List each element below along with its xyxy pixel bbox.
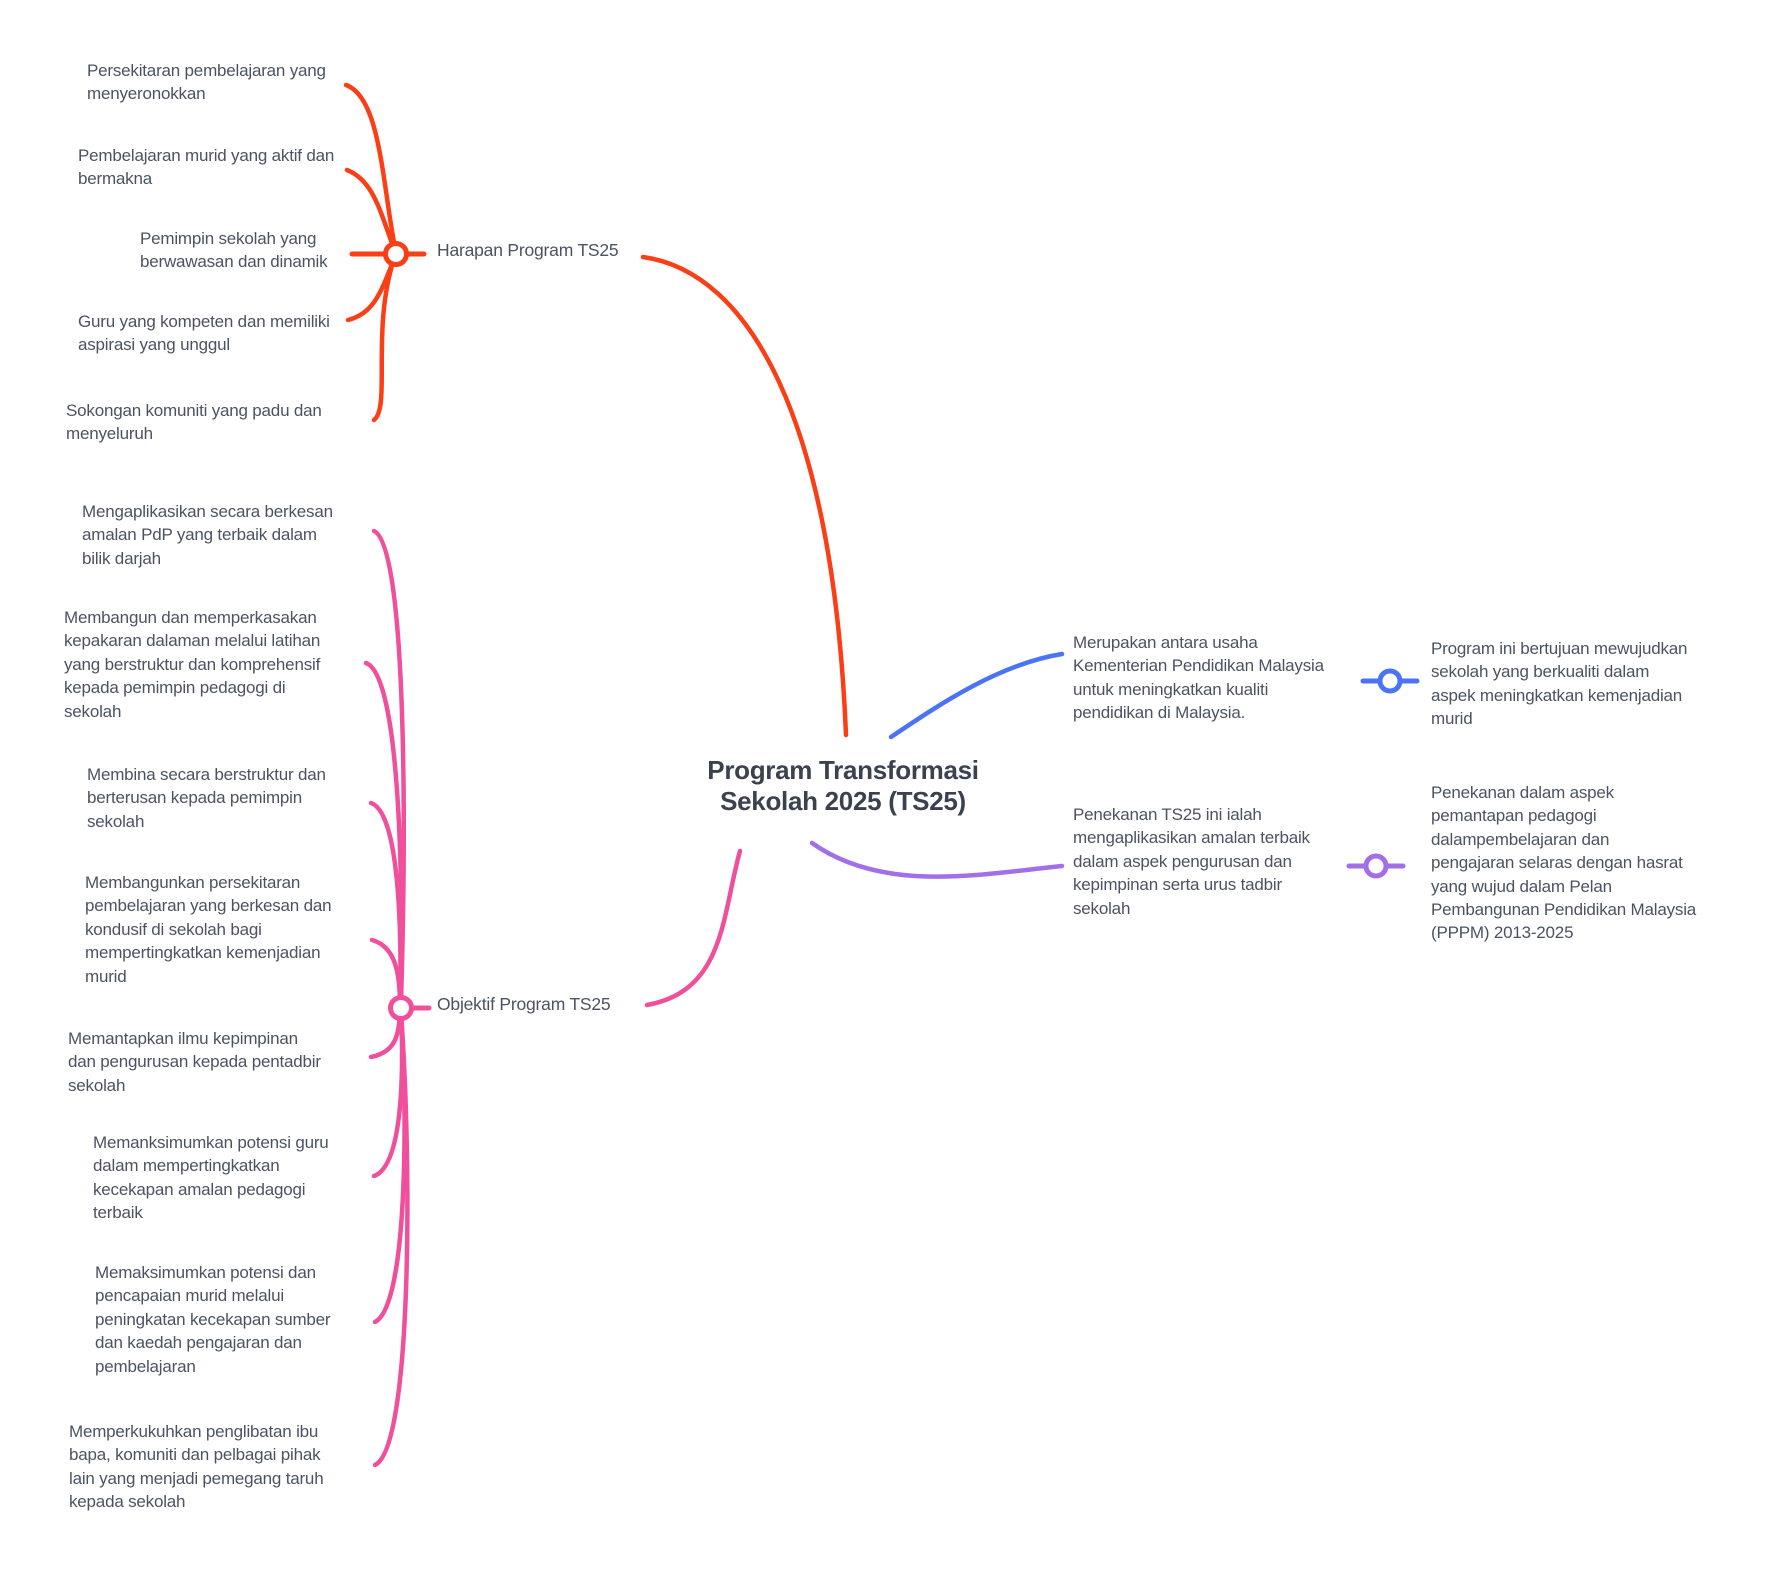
penekanan-main-curve (809, 840, 1065, 879)
penekanan-node-toggle[interactable] (1363, 853, 1389, 879)
objektif-child-7[interactable]: Memaksimumkan potensi dan pencapaian mur… (95, 1263, 331, 1376)
objektif-child-4[interactable]: Membangunkan persekitaran pembelajaran y… (85, 873, 332, 986)
objektif-node-toggle[interactable] (388, 995, 414, 1021)
usaha-child[interactable]: Program ini bertujuan mewujudkan sekolah… (1431, 639, 1688, 729)
usaha-node[interactable]: Merupakan antara usaha Kementerian Pendi… (1073, 633, 1324, 723)
root-node-title[interactable]: Program Transformasi Sekolah 2025 (TS25) (707, 755, 979, 816)
objektif-child-3[interactable]: Membina secara berstruktur dan berterusa… (87, 765, 326, 831)
objektif-branch (363, 528, 743, 1468)
objektif-child-6[interactable]: Memanksimumkan potensi guru dalam memper… (93, 1133, 329, 1223)
harapan-child-5-curve (371, 256, 397, 423)
objektif-child-1[interactable]: Mengaplikasikan secara berkesan amalan P… (82, 502, 333, 568)
usaha-main-curve (888, 651, 1065, 740)
penekanan-branch (809, 840, 1406, 879)
harapan-branch (343, 82, 849, 738)
objektif-node-label[interactable]: Objektif Program TS25 (437, 994, 611, 1014)
penekanan-node[interactable]: Penekanan TS25 ini ialah mengaplikasikan… (1073, 805, 1310, 918)
objektif-main-curve (644, 848, 743, 1008)
harapan-child-3[interactable]: Pemimpin sekolah yang berwawasan dan din… (140, 229, 328, 272)
usaha-node-toggle[interactable] (1377, 668, 1403, 694)
harapan-child-5[interactable]: Sokongan komuniti yang padu dan menyelur… (66, 401, 322, 444)
objektif-child-3-curve (368, 800, 403, 1008)
penekanan-child[interactable]: Penekanan dalam aspek pemantapan pedagog… (1431, 783, 1697, 943)
harapan-child-1[interactable]: Persekitaran pembelajaran yang menyerono… (87, 61, 326, 104)
harapan-child-2-curve (344, 167, 398, 254)
harapan-main-curve (640, 254, 849, 738)
objektif-child-2-curve (363, 660, 404, 1007)
harapan-node-label[interactable]: Harapan Program TS25 (437, 240, 619, 260)
harapan-child-1-curve (343, 82, 398, 251)
harapan-node-toggle[interactable] (383, 241, 409, 267)
objektif-child-8[interactable]: Memperkukuhkan penglibatan ibu bapa, kom… (69, 1422, 324, 1512)
objektif-child-5[interactable]: Memantapkan ilmu kepimpinan dan pengurus… (68, 1029, 321, 1095)
objektif-child-8-curve (372, 1010, 410, 1468)
usaha-branch (888, 651, 1420, 740)
harapan-child-4[interactable]: Guru yang kompeten dan memiliki aspirasi… (78, 312, 330, 355)
objektif-child-2[interactable]: Membangun dan memperkasakan kepakaran da… (64, 608, 321, 721)
harapan-child-2[interactable]: Pembelajaran murid yang aktif dan bermak… (78, 146, 335, 189)
